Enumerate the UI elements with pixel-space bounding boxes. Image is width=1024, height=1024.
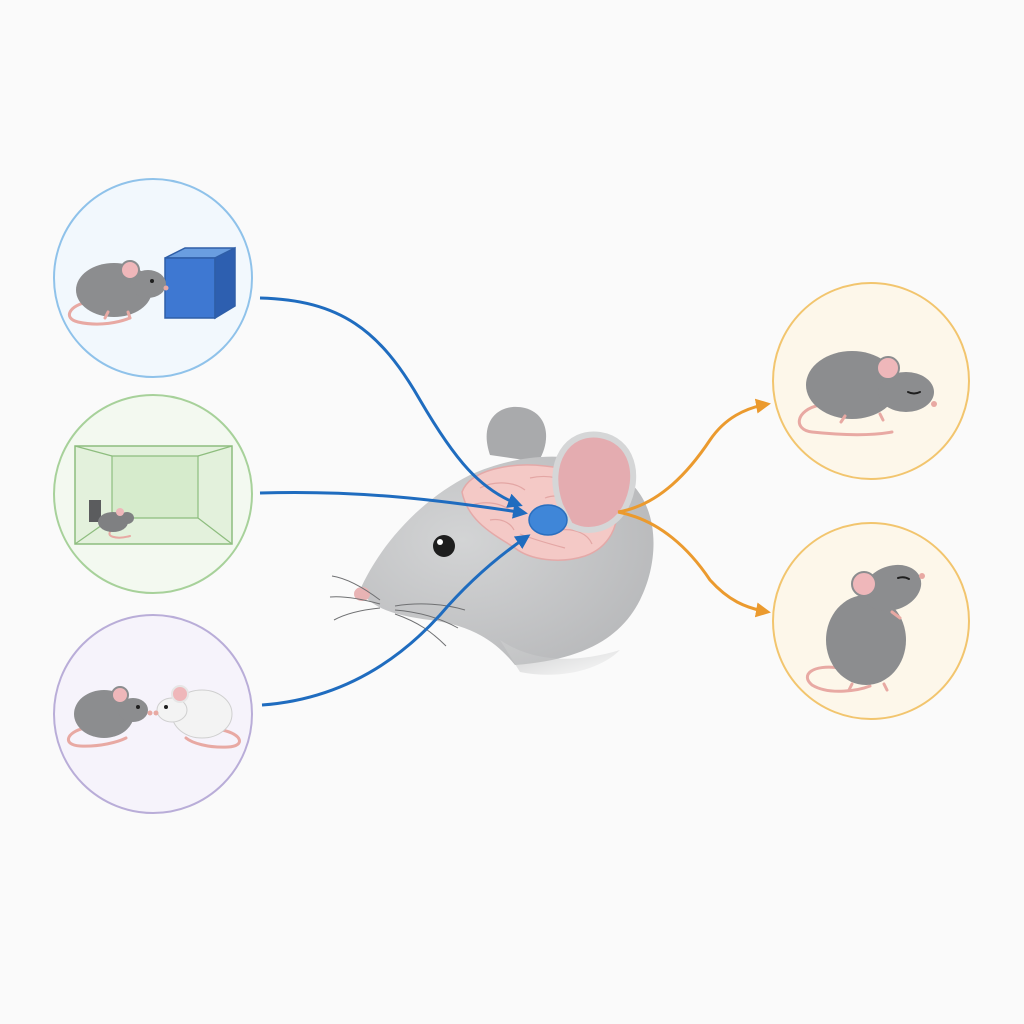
- output-rest-panel: [773, 283, 969, 479]
- mouse-in-green-arena-icon: [75, 446, 232, 544]
- eye-icon: [433, 535, 455, 557]
- input-arena-panel: [54, 395, 252, 593]
- input-object-panel: [54, 179, 252, 377]
- mouse-head-brain-icon: [330, 407, 654, 675]
- back-ear-icon: [487, 407, 546, 462]
- input-social-panel: [54, 615, 252, 813]
- target-region-marker: [529, 505, 567, 535]
- output-upright-panel: [773, 523, 969, 719]
